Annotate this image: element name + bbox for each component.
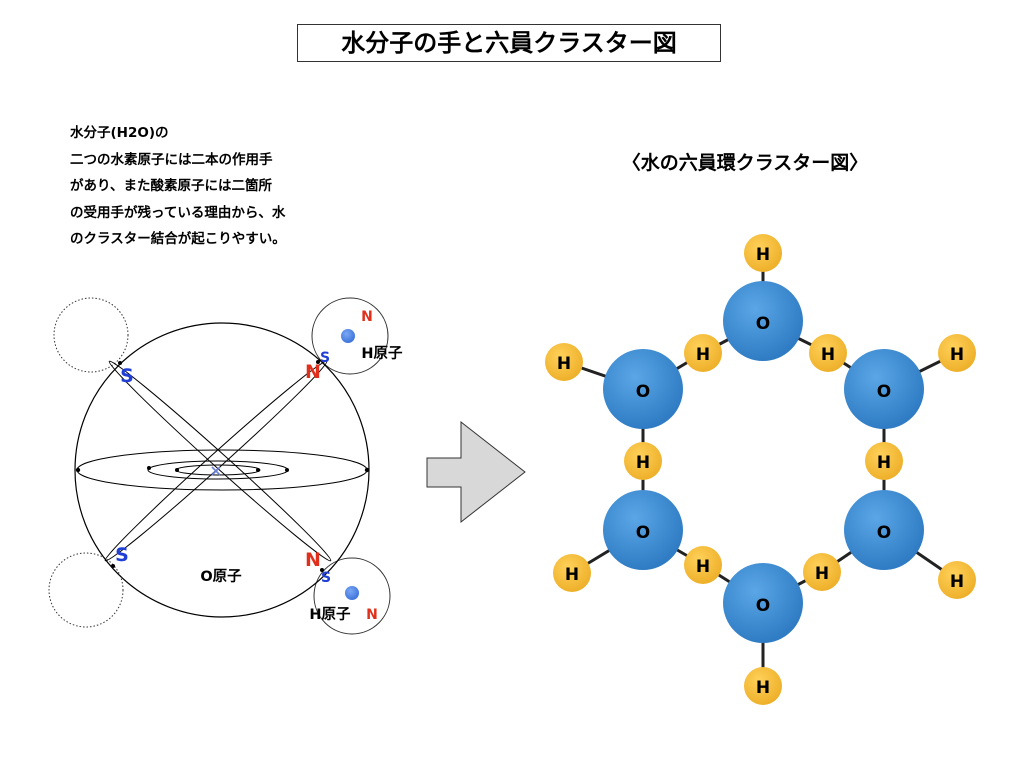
oxygen-atom: O	[844, 490, 924, 570]
oxygen-label: O	[756, 596, 770, 616]
h-atom-bottom-label: H原子	[309, 606, 351, 623]
hydrogen-atom: H	[684, 546, 722, 584]
hydrogen-atom: H	[553, 554, 591, 592]
hydrogen-label: H	[696, 345, 710, 365]
bond-ellipse-nw-se	[108, 360, 332, 562]
hydrogen-label: H	[557, 354, 571, 374]
o-atom-label: O原子	[200, 568, 242, 585]
orbit-ellipse-outer	[76, 449, 368, 491]
nucleus-cross-icon	[211, 466, 221, 476]
pole-n-top-h: N	[361, 309, 373, 325]
hydrogen-label: H	[696, 557, 710, 577]
description-line: の受用手が残っている理由から、水	[70, 204, 286, 221]
hydrogen-atom: H	[624, 442, 662, 480]
hydrogen-label: H	[877, 453, 891, 473]
pole-s-top-h: S	[320, 350, 330, 366]
description-line: があり、また酸素原子には二箇所	[70, 178, 272, 194]
hexagonal-cluster: O O O O O O H H H H H H H H H H	[545, 234, 976, 705]
hydrogen-label: H	[950, 572, 964, 592]
page-title: 水分子の手と六員クラスター図	[297, 24, 721, 62]
pole-s-bottom-h: S	[321, 570, 331, 586]
hydrogen-label: H	[756, 245, 770, 265]
h-core-top-icon	[341, 329, 355, 343]
oxygen-atom: O	[844, 349, 924, 429]
hydrogen-atom: H	[744, 667, 782, 705]
water-molecule-diagram: S N S N S N S N H原子 O原子 H原子	[48, 297, 403, 635]
hydrogen-label: H	[756, 678, 770, 698]
hydrogen-atom: H	[803, 553, 841, 591]
oxygen-atom: O	[723, 281, 803, 361]
hydrogen-atom: H	[809, 334, 847, 372]
hydrogen-atom: H	[938, 561, 976, 599]
oxygen-label: O	[877, 382, 891, 402]
description-text: 水分子(H2O)の 二つの水素原子には二本の作用手 があり、また酸素原子には二箇…	[70, 120, 370, 253]
pole-s-top-left: S	[120, 365, 134, 387]
hydrogen-label: H	[821, 345, 835, 365]
description-line: 二つの水素原子には二本の作用手	[70, 151, 273, 168]
pole-n-bottom-right: N	[305, 549, 321, 571]
oxygen-atom: O	[723, 563, 803, 643]
hydrogen-atom: H	[744, 234, 782, 272]
dotted-circle-bottom-left	[48, 552, 124, 628]
h-atom-top-label: H原子	[361, 345, 403, 362]
oxygen-atom: O	[603, 490, 683, 570]
oxygen-label: O	[756, 314, 770, 334]
hydrogen-label: H	[565, 565, 579, 585]
hydrogen-label: H	[815, 564, 829, 584]
hydrogen-atom: H	[865, 442, 903, 480]
hydrogen-atom: H	[938, 334, 976, 372]
right-arrow-icon	[426, 420, 526, 524]
oxygen-label: O	[877, 523, 891, 543]
oxygen-label: O	[636, 382, 650, 402]
orbit-dots	[75, 360, 370, 572]
ring-title: 〈水の六員環クラスター図〉	[621, 152, 869, 174]
oxygen-atom: O	[603, 349, 683, 429]
h-core-bottom-icon	[345, 586, 359, 600]
dotted-circle-top-left	[53, 297, 129, 373]
bond-ellipse-ne-sw	[104, 360, 328, 562]
pole-s-bottom-left: S	[115, 544, 129, 566]
hydrogen-atom: H	[545, 343, 583, 381]
hydrogen-label: H	[950, 345, 964, 365]
pole-n-top-right: N	[305, 361, 321, 383]
hydrogen-atom: H	[684, 334, 722, 372]
description-line: 水分子(H2O)の	[70, 125, 169, 141]
oxygen-label: O	[636, 523, 650, 543]
description-line: のクラスター結合が起こりやすい。	[70, 231, 286, 247]
pole-n-bottom-h: N	[366, 607, 378, 623]
hydrogen-label: H	[636, 453, 650, 473]
